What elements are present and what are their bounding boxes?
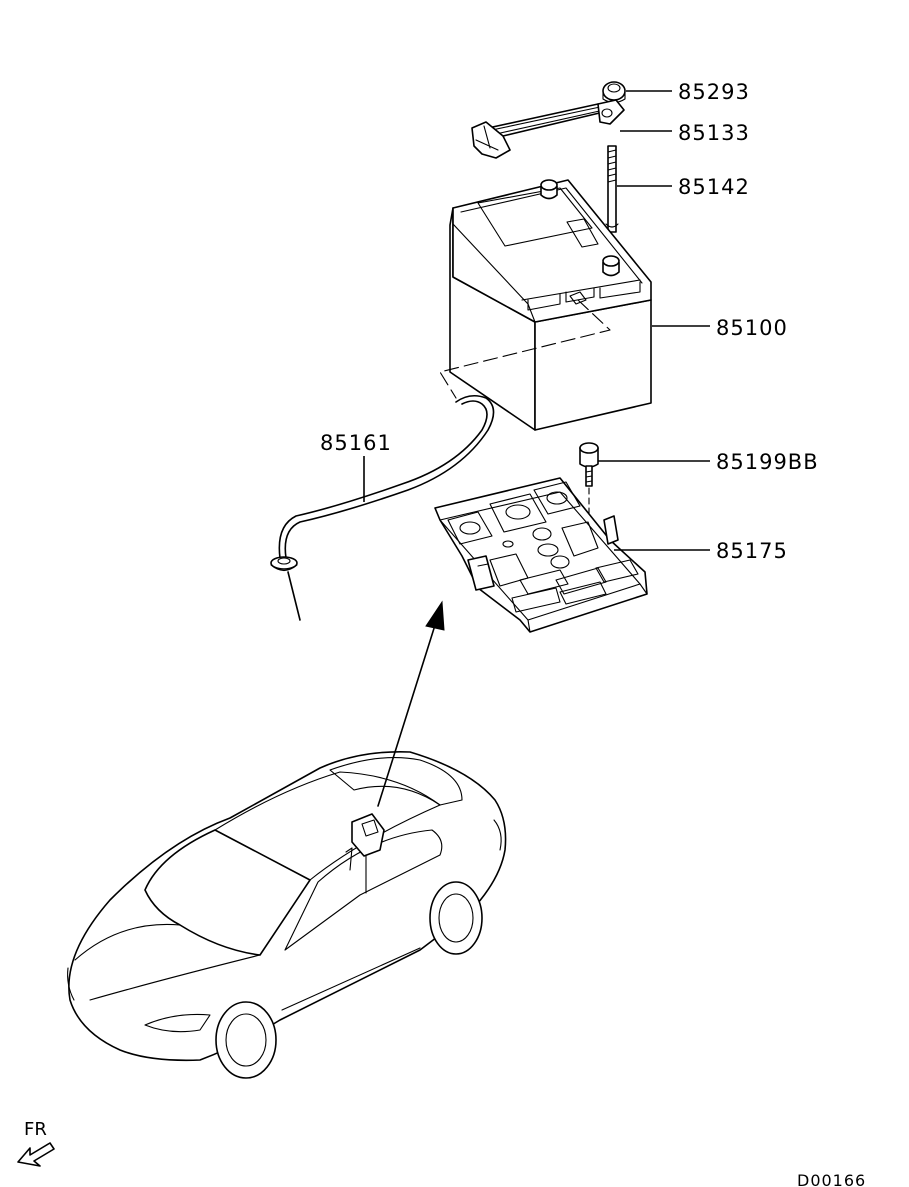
battery-85100[interactable]	[449, 179, 652, 431]
front-direction-indicator: FR	[17, 1119, 55, 1167]
part-label-85100[interactable]: 85100	[716, 316, 788, 340]
tray-bolt-85199BB[interactable]	[579, 442, 599, 541]
hold-down-clamp-85133[interactable]	[471, 99, 625, 159]
battery-terminal-positive	[540, 179, 558, 200]
front-direction-arrow-icon	[17, 1142, 55, 1167]
battery-tray-85175[interactable]	[434, 477, 648, 633]
part-label-85293[interactable]: 85293	[678, 80, 750, 104]
part-label-85161[interactable]: 85161	[320, 431, 392, 455]
diagram-code: D00166	[797, 1171, 866, 1187]
leader-lines	[363, 90, 710, 551]
part-label-85142[interactable]: 85142	[678, 175, 750, 199]
vent-hose-85161[interactable]	[270, 299, 611, 621]
nut-85293[interactable]	[602, 81, 626, 104]
vehicle-location-illustration	[67, 600, 507, 1079]
hold-down-rod-85142[interactable]	[605, 145, 619, 233]
battery-terminal-negative	[602, 255, 620, 277]
part-label-85175[interactable]: 85175	[716, 539, 788, 563]
part-label-85133[interactable]: 85133	[678, 121, 750, 145]
front-direction-label: FR	[24, 1119, 47, 1140]
part-label-85199BB[interactable]: 85199BB	[716, 450, 819, 474]
